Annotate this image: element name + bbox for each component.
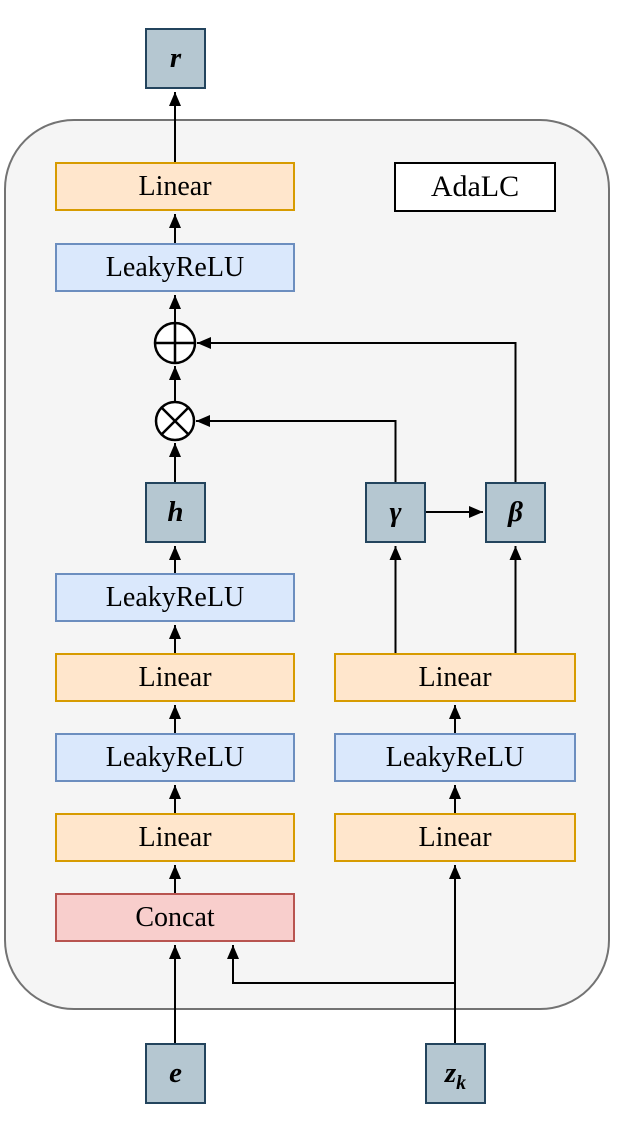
node-leakyrelu-output-label: LeakyReLU xyxy=(105,251,245,283)
adalc-title: AdaLC xyxy=(430,170,520,203)
node-linear-left-1: Linear xyxy=(55,813,295,862)
node-linear-right-top-label: Linear xyxy=(418,661,492,693)
adalc-title-box: AdaLC xyxy=(394,162,556,212)
edge-beta-to-add xyxy=(197,337,517,482)
node-linear-left-1-label: Linear xyxy=(138,821,212,853)
node-linear-right-top: Linear xyxy=(334,653,576,702)
node-linear-output: Linear xyxy=(55,162,295,211)
node-gamma-label: γ xyxy=(389,496,402,528)
add-operator-icon xyxy=(153,321,197,365)
node-r: r xyxy=(145,28,206,89)
node-linear-output-label: Linear xyxy=(138,170,212,202)
node-e: e xyxy=(145,1043,206,1104)
node-linear-right-bottom-label: Linear xyxy=(418,821,492,853)
node-linear-left-2-label: Linear xyxy=(138,661,212,693)
node-h-label: h xyxy=(167,496,184,528)
node-beta-label: β xyxy=(508,496,523,528)
node-concat-label: Concat xyxy=(135,901,215,933)
edge-gamma-to-multiply xyxy=(196,415,397,482)
node-leakyrelu-left-1-label: LeakyReLU xyxy=(105,741,245,773)
node-h: h xyxy=(145,482,206,543)
node-leakyrelu-output: LeakyReLU xyxy=(55,243,295,292)
node-e-label: e xyxy=(169,1057,182,1089)
node-zk-subscript: k xyxy=(456,1071,467,1094)
node-gamma: γ xyxy=(365,482,426,543)
node-r-label: r xyxy=(169,42,182,74)
node-leakyrelu-right: LeakyReLU xyxy=(334,733,576,782)
node-linear-left-2: Linear xyxy=(55,653,295,702)
edge-zk-branch-to-concat xyxy=(227,945,455,984)
node-zk: zk xyxy=(425,1043,486,1104)
node-beta: β xyxy=(485,482,546,543)
node-concat: Concat xyxy=(55,893,295,942)
node-leakyrelu-right-label: LeakyReLU xyxy=(385,741,525,773)
node-linear-right-bottom: Linear xyxy=(334,813,576,862)
node-leakyrelu-left-2-label: LeakyReLU xyxy=(105,581,245,613)
multiply-operator-icon xyxy=(154,400,196,442)
node-zk-label: zk xyxy=(444,1057,466,1093)
node-leakyrelu-left-2: LeakyReLU xyxy=(55,573,295,622)
node-leakyrelu-left-1: LeakyReLU xyxy=(55,733,295,782)
node-zk-base: z xyxy=(444,1057,457,1089)
